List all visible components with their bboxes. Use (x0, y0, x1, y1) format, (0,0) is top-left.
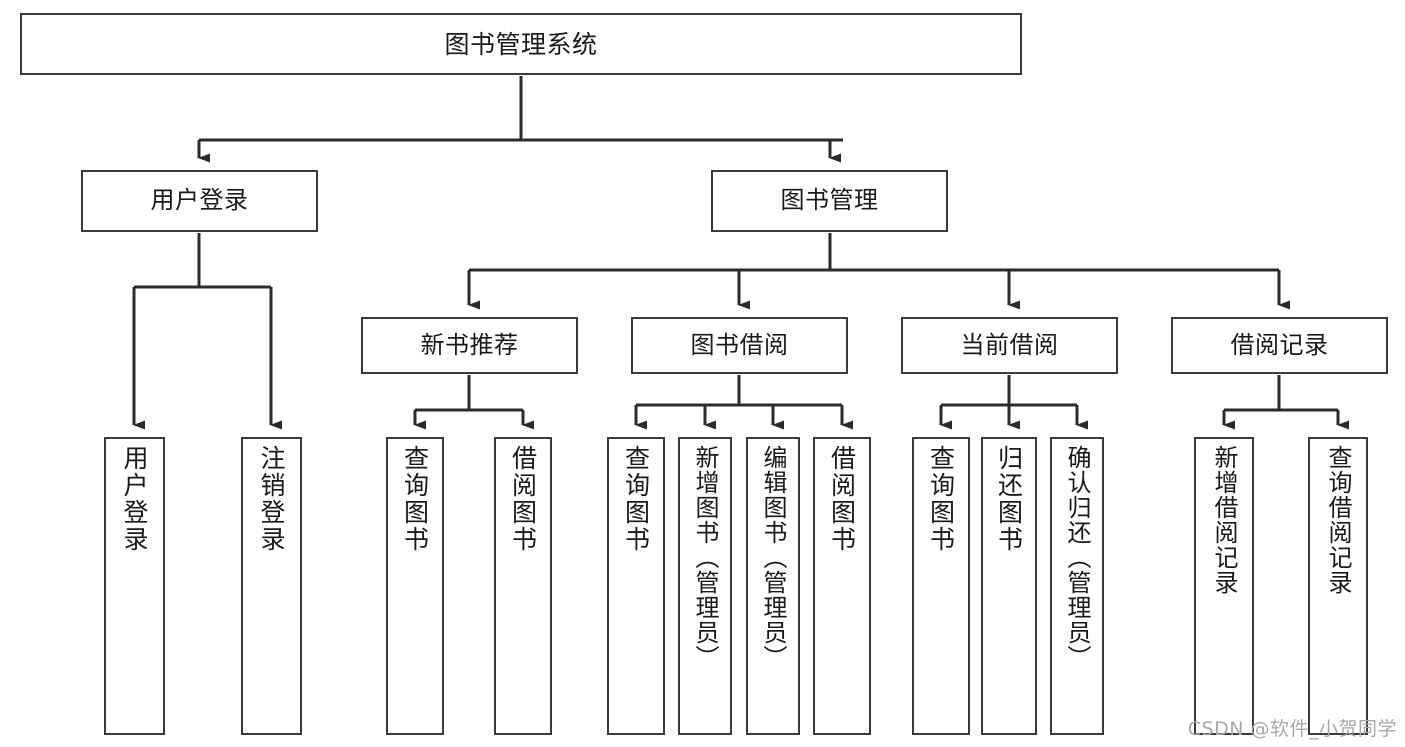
node-leaf-borrow-book-1-label: 借阅图书 (508, 445, 538, 553)
node-leaf-edit-book-label: 编辑图书（管理员） (759, 445, 787, 670)
node-leaf-query-book-3[interactable]: 查询图书 (912, 437, 970, 735)
node-leaf-query-book-2-label: 查询图书 (621, 445, 651, 553)
node-leaf-confirm-return-label: 确认归还（管理员） (1063, 445, 1091, 670)
node-leaf-return-book-label: 归还图书 (994, 445, 1024, 553)
node-leaf-logout-login-label: 注销登录 (257, 445, 286, 553)
node-leaf-borrow-book-1[interactable]: 借阅图书 (494, 437, 552, 735)
node-user-login[interactable]: 用户登录 (81, 170, 318, 232)
node-leaf-query-record-label: 查询借阅记录 (1324, 445, 1352, 595)
node-new-book-recommend-label: 新书推荐 (420, 330, 519, 359)
node-leaf-add-record-label: 新增借阅记录 (1210, 445, 1238, 595)
node-leaf-add-book-label: 新增图书（管理员） (691, 445, 719, 670)
node-new-book-recommend[interactable]: 新书推荐 (361, 317, 578, 374)
node-leaf-query-book-3-label: 查询图书 (926, 445, 956, 553)
node-current-borrow-label: 当前借阅 (960, 330, 1059, 359)
node-leaf-borrow-book-2-label: 借阅图书 (827, 445, 857, 553)
node-leaf-return-book[interactable]: 归还图书 (981, 437, 1037, 735)
node-book-management[interactable]: 图书管理 (711, 170, 948, 232)
node-leaf-user-login[interactable]: 用户登录 (104, 437, 165, 735)
node-borrow-record[interactable]: 借阅记录 (1171, 317, 1388, 374)
node-leaf-borrow-book-2[interactable]: 借阅图书 (813, 437, 871, 735)
node-book-management-label: 图书管理 (780, 186, 879, 215)
node-current-borrow[interactable]: 当前借阅 (901, 317, 1118, 374)
watermark: CSDN @软件_小贺同学 (1187, 718, 1397, 740)
node-leaf-edit-book[interactable]: 编辑图书（管理员） (746, 437, 800, 735)
node-leaf-query-record[interactable]: 查询借阅记录 (1308, 437, 1368, 735)
node-root-label: 图书管理系统 (444, 29, 598, 59)
node-leaf-query-book-2[interactable]: 查询图书 (607, 437, 665, 735)
node-root[interactable]: 图书管理系统 (20, 13, 1022, 75)
node-leaf-confirm-return[interactable]: 确认归还（管理员） (1050, 437, 1104, 735)
node-borrow-record-label: 借阅记录 (1230, 330, 1329, 359)
node-leaf-user-login-label: 用户登录 (120, 445, 149, 553)
node-leaf-logout-login[interactable]: 注销登录 (241, 437, 302, 735)
node-book-borrow[interactable]: 图书借阅 (631, 317, 848, 374)
node-leaf-add-record[interactable]: 新增借阅记录 (1194, 437, 1254, 735)
node-leaf-add-book[interactable]: 新增图书（管理员） (678, 437, 732, 735)
node-book-borrow-label: 图书借阅 (690, 330, 789, 359)
node-user-login-label: 用户登录 (150, 186, 249, 215)
node-leaf-query-book-1-label: 查询图书 (400, 445, 430, 553)
node-leaf-query-book-1[interactable]: 查询图书 (386, 437, 444, 735)
